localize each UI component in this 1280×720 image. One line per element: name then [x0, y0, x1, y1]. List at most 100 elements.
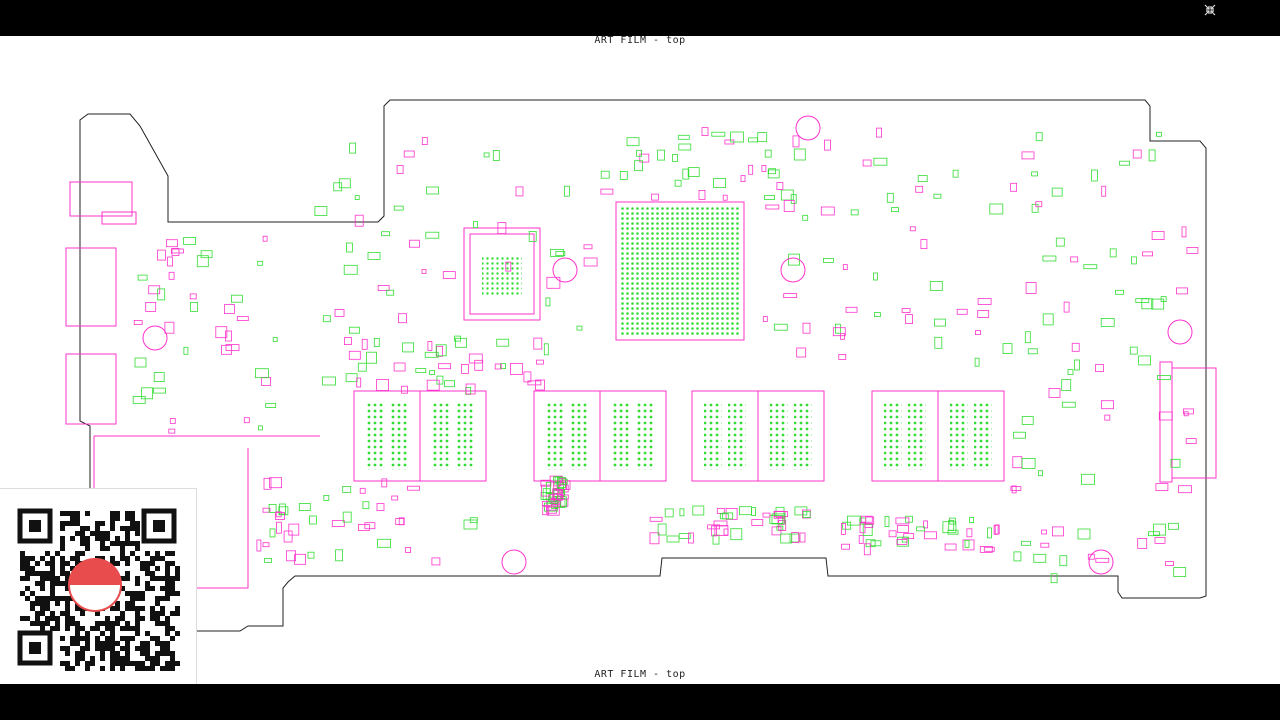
smd-component [1154, 536, 1166, 544]
smd-component [1157, 375, 1171, 380]
smd-component [962, 539, 975, 551]
smd-component [349, 142, 357, 154]
smd-component [348, 350, 361, 360]
smd-component [730, 131, 744, 143]
smd-component [1148, 149, 1156, 162]
smd-component [408, 239, 420, 248]
smd-component [528, 230, 537, 242]
smd-component [545, 481, 551, 494]
smd-component [168, 271, 175, 280]
smd-component [262, 235, 268, 242]
smd-component [335, 549, 344, 562]
smd-component [421, 269, 427, 274]
exit-fullscreen-icon[interactable] [1202, 2, 1218, 18]
smd-component [549, 475, 563, 483]
smd-component [672, 154, 678, 162]
smd-component [1095, 364, 1104, 373]
memory-chips [353, 390, 1005, 482]
smd-component [133, 320, 143, 325]
smd-component [783, 293, 798, 299]
smd-component [802, 322, 811, 334]
smd-component [947, 529, 959, 535]
small-components [132, 127, 1199, 584]
smd-component [393, 205, 404, 211]
smd-component [903, 533, 915, 540]
memory-chip [353, 390, 421, 482]
smd-component [768, 168, 776, 175]
smd-component [474, 359, 484, 371]
smd-component [492, 150, 500, 161]
smd-component [722, 194, 728, 201]
smd-component [712, 534, 720, 545]
memory-chip [599, 390, 667, 482]
smd-component [463, 519, 478, 530]
smd-component [1083, 264, 1098, 270]
smd-component [1002, 343, 1013, 355]
smd-component [354, 214, 364, 227]
smd-component [905, 314, 913, 325]
smd-component [262, 507, 271, 513]
smd-component [751, 519, 764, 526]
smd-component [1148, 531, 1160, 537]
smd-component [845, 306, 858, 313]
smd-component [966, 528, 973, 538]
smd-component [415, 368, 427, 373]
smd-component [1021, 540, 1031, 546]
smd-component [331, 520, 345, 527]
smd-component [619, 170, 628, 180]
smd-component [243, 417, 250, 424]
smd-component [714, 525, 729, 536]
smd-component [515, 186, 524, 197]
smd-component [269, 528, 276, 538]
smd-component [934, 336, 943, 349]
pcb-viewer[interactable]: ART FILM - top [0, 36, 1280, 684]
smd-component [780, 533, 793, 544]
pcb-board-drawing [65, 99, 1217, 632]
smd-component [257, 260, 264, 266]
smd-component [275, 521, 282, 534]
smd-component [381, 478, 388, 488]
smd-component [1183, 411, 1189, 417]
smd-component [356, 377, 362, 388]
smd-component [1185, 438, 1197, 445]
smd-component [920, 239, 928, 250]
smd-component [682, 168, 690, 180]
smd-component [626, 137, 640, 147]
smd-component [765, 204, 780, 210]
smd-component [896, 538, 908, 545]
smd-component [924, 531, 937, 540]
smd-component [1151, 231, 1165, 240]
smd-component [381, 231, 391, 237]
smd-component [461, 363, 470, 374]
smd-component [1176, 287, 1188, 295]
smd-component [367, 251, 381, 260]
smd-component [1010, 182, 1017, 192]
smd-component [268, 503, 277, 513]
smd-component [1100, 317, 1115, 327]
smd-component [840, 332, 845, 340]
smd-component [842, 521, 852, 530]
memory-chip [419, 390, 487, 482]
smd-component [824, 139, 831, 151]
smd-component [1158, 411, 1173, 421]
smd-component [342, 485, 352, 493]
smd-component [1021, 416, 1034, 425]
smd-component [546, 276, 561, 289]
smd-component [956, 308, 968, 315]
smd-component [776, 182, 784, 191]
smd-component [322, 315, 331, 323]
smd-component [215, 326, 228, 339]
smd-component [429, 370, 436, 376]
smd-component [223, 304, 235, 315]
smd-component [865, 516, 875, 525]
smd-component [707, 524, 720, 530]
smd-component [137, 274, 148, 281]
smd-component [533, 337, 543, 350]
smd-component [969, 517, 974, 523]
smd-component [1155, 483, 1169, 492]
smd-component [359, 487, 366, 494]
smd-component [929, 281, 943, 291]
smd-component [1048, 387, 1061, 398]
smd-component [141, 387, 154, 400]
smd-component [769, 514, 784, 524]
